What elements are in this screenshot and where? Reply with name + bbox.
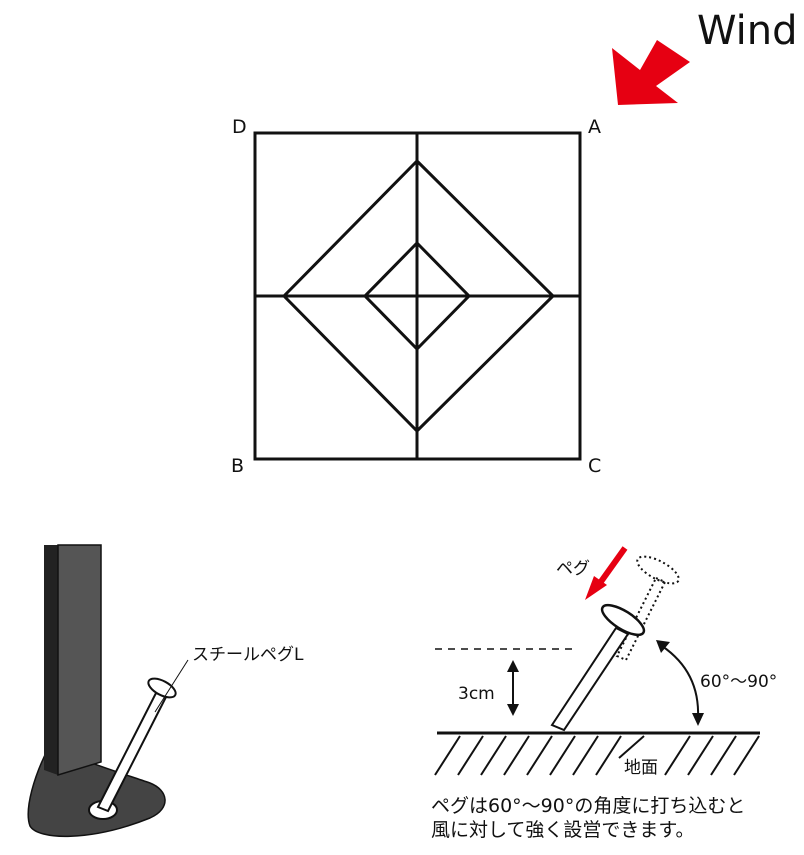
angle-arc [661,645,700,719]
peg-leader-line [154,659,189,713]
peg-head [600,603,646,637]
outer-diamond [281,158,556,434]
corner-label-d: D [232,116,247,138]
peg-label: ペグ [556,559,590,579]
steel-peg-head [147,677,177,699]
wind-label: Wind [697,8,798,54]
note-line-2: 風に対して強く設営できます。 [431,819,695,841]
peg-angle-diagram [434,546,760,776]
ground-label: 地面 [624,758,658,778]
pole-front [57,544,102,777]
corner-label-c: C [588,455,601,477]
corner-label-b: B [231,455,244,477]
pole-illustration [27,544,189,837]
peg-direction-arrowhead [585,576,607,600]
peg-direction-arrow [597,546,628,585]
corner-label-a: A [588,116,601,138]
depth-label: 3cm [458,684,495,704]
ground-hatching [434,735,760,776]
note-line-1: ペグは60°～90°の角度に打ち込むと [431,795,746,817]
peg-shaft [550,626,630,732]
peg-instruction-note: ペグは60°～90°の角度に打ち込むと 風に対して強く設営できます。 [431,794,801,842]
steel-peg-label: スチールペグL [192,645,304,665]
pole-side [44,545,58,775]
wind-arrow-icon [612,40,690,105]
peg-target-outline [615,555,680,662]
inner-diamond [362,240,472,352]
angle-label: 60°～90° [700,672,777,692]
footprint-diagram [253,131,582,461]
